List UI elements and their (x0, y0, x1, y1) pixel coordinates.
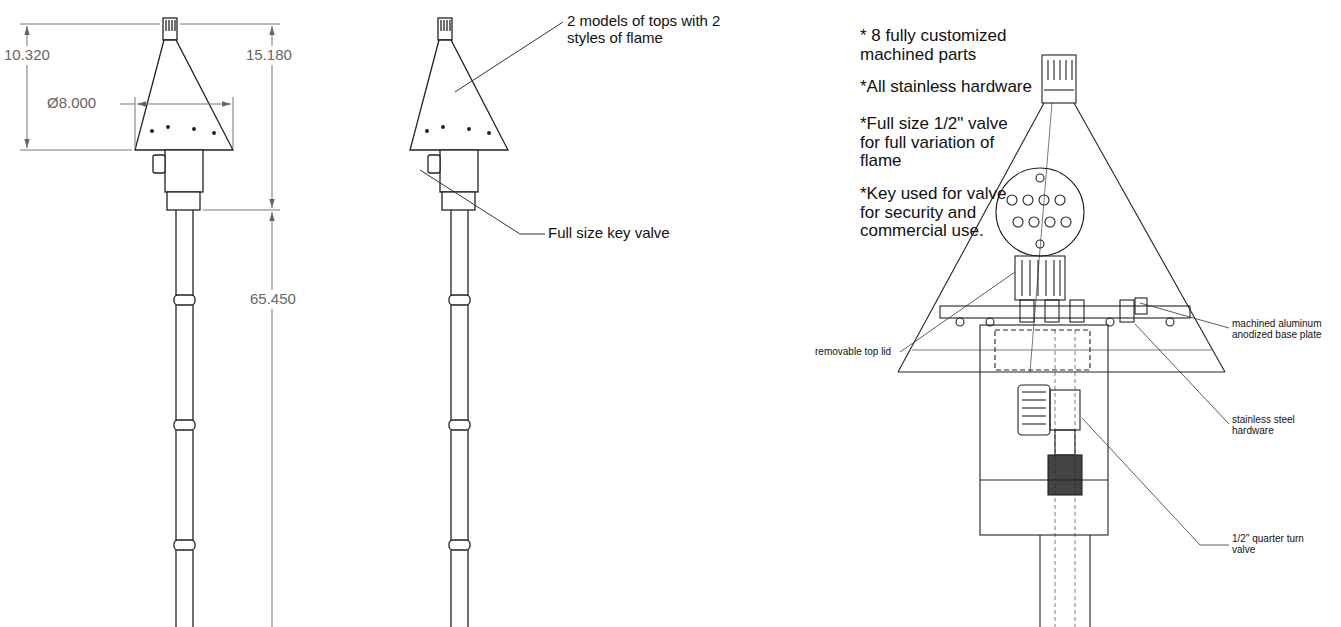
dimension-text: Ø8.000 (47, 95, 96, 112)
callout-text: 2 models of tops with 2 styles of flame (567, 13, 757, 46)
part-label: removable top lid (815, 346, 891, 357)
part-label: stainless steel hardware (1232, 414, 1312, 436)
note-text: *Key used for valve for security and com… (860, 185, 1028, 241)
note-text: *All stainless hardware (860, 78, 1060, 97)
dimension-text: 10.320 (2, 46, 52, 65)
note-text: *Full size 1/2" valve for full variation… (860, 115, 1028, 171)
dimension-text: 65.450 (248, 290, 298, 309)
callout-text: Full size key valve (548, 225, 670, 242)
part-label: 1/2" quarter turn valve (1232, 533, 1304, 555)
part-label: machined aluminum anodized base plate (1232, 318, 1336, 340)
dimension-text: 15.180 (244, 46, 294, 65)
note-text: * 8 fully customized machined parts (860, 27, 1032, 64)
